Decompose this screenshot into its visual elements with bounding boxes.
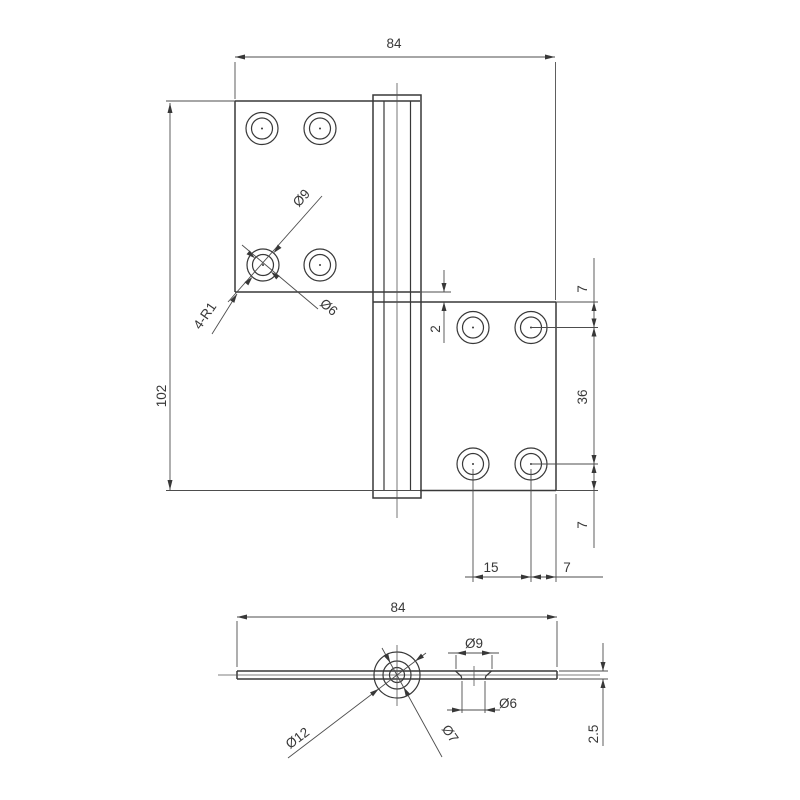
- dim-label-dia12: Ø12: [283, 724, 312, 751]
- leader-counterbore-dia9: Ø9: [227, 186, 323, 303]
- plate-profile: [218, 670, 600, 680]
- leader-barrel-dia12: Ø12: [283, 652, 427, 759]
- dim-label-row-span-36: 36: [575, 389, 590, 404]
- dim-label-thickness-2p5: 2.5: [586, 725, 601, 744]
- left-leaf-outline: [234, 100, 420, 293]
- dimension-side-width-84: 84: [236, 600, 558, 667]
- dim-label-row-top-7: 7: [575, 285, 590, 293]
- leader-pin-dia7: Ø7: [381, 647, 462, 758]
- right-leaf-outline: [373, 301, 557, 492]
- dimension-width-84: 84: [234, 36, 556, 300]
- dimension-height-102: 102: [154, 100, 598, 491]
- dimension-thickness-2p5: 2.5: [559, 643, 608, 746]
- dimension-hole-dia6: Ø6: [447, 681, 517, 713]
- dim-label-4R1: 4-R1: [190, 299, 219, 332]
- dim-label-edge-7: 7: [563, 560, 571, 575]
- dim-label-side-dia9: Ø9: [465, 636, 483, 651]
- side-view: 84 Ø9 Ø6 Ø12: [218, 600, 608, 759]
- top-view: 84 102 2: [154, 36, 603, 582]
- screw-hole: [456, 310, 490, 345]
- dim-label-spacing-15: 15: [483, 560, 498, 575]
- dim-label-side-dia6: Ø6: [499, 696, 517, 711]
- dim-label-dia7: Ø7: [439, 722, 462, 745]
- screw-hole-dimensioned: [246, 248, 280, 282]
- dimension-countersink-dia9: Ø9: [448, 636, 499, 669]
- screw-hole: [303, 111, 337, 146]
- dim-label-height-102: 102: [154, 385, 169, 408]
- screw-hole: [303, 248, 337, 282]
- screw-hole: [245, 111, 279, 146]
- dimension-stack-7-36-7: 7 36 7: [531, 258, 598, 548]
- dim-label-dia9: Ø9: [290, 186, 313, 209]
- dim-label-width-84: 84: [386, 36, 402, 51]
- dim-label-dia6: Ø6: [317, 296, 340, 319]
- dim-label-gap-2: 2: [428, 325, 443, 333]
- dimension-15-7: 15 7: [465, 469, 603, 582]
- dim-label-row-bottom-7: 7: [575, 521, 590, 529]
- hinge-barrel: [372, 83, 422, 518]
- countersink-section: [455, 666, 492, 686]
- dimension-leaf-gap-2: 2: [420, 270, 598, 343]
- dim-label-side-width-84: 84: [390, 600, 406, 615]
